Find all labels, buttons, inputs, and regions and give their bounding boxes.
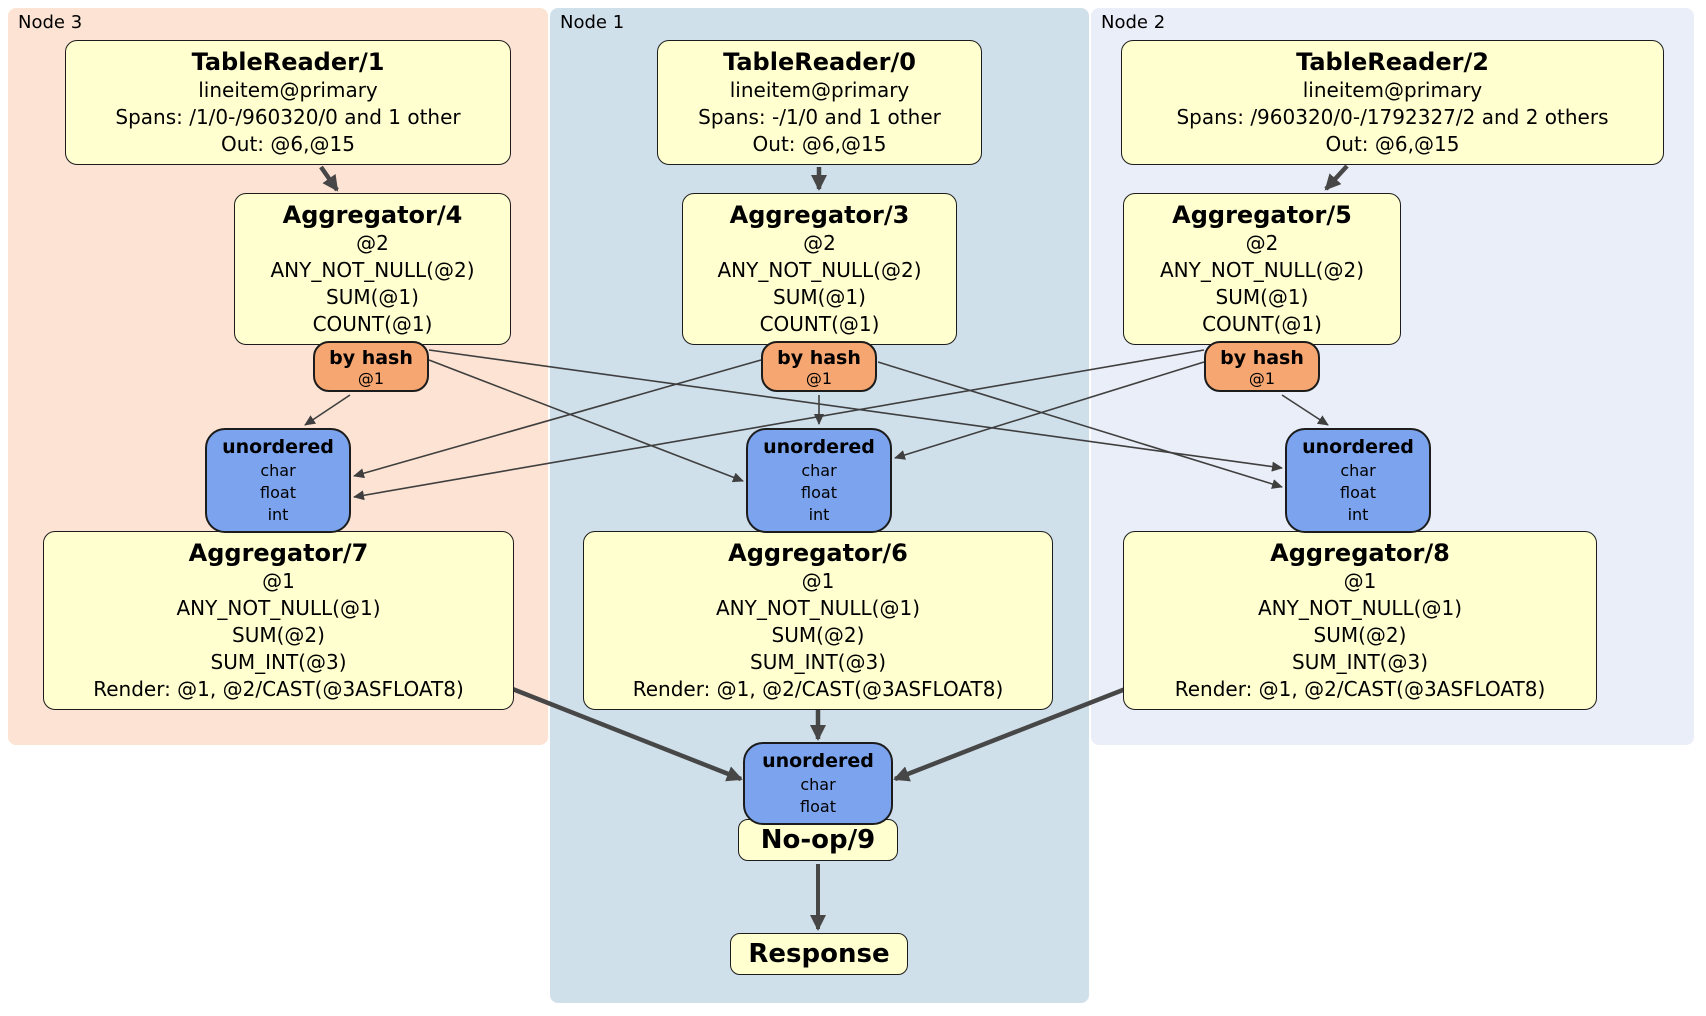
hash-router-node1: by hash @1 [761, 341, 877, 392]
edge-hashC-syncR [877, 361, 1283, 489]
edge-tr2-agg5 [1324, 164, 1349, 191]
aggregator-5-box: Aggregator/5 @2 ANY_NOT_NULL(@2) SUM(@1)… [1123, 193, 1401, 345]
box-title: by hash [329, 347, 413, 369]
box-title: by hash [777, 347, 861, 369]
box-title: Aggregator/7 [188, 539, 369, 567]
edge-hashR-syncR [1281, 394, 1329, 426]
box-title: Aggregator/8 [1270, 539, 1450, 567]
box-title: TableReader/0 [723, 48, 916, 76]
table-reader-1-box: TableReader/1 lineitem@primary Spans: /1… [65, 40, 511, 165]
edge-tr1-agg4 [319, 165, 339, 192]
edge-hashL-syncC [428, 359, 744, 483]
table-reader-2-box: TableReader/2 lineitem@primary Spans: /9… [1121, 40, 1664, 165]
hash-router-node3: by hash @1 [313, 341, 429, 392]
edge-agg8-syncfinal [893, 685, 1129, 782]
aggregator-6-box: Aggregator/6 @1 ANY_NOT_NULL(@1) SUM(@2)… [583, 531, 1053, 710]
box-title: Aggregator/6 [728, 539, 908, 567]
edge-hashC-syncL [353, 359, 762, 479]
panel-label-node1: Node 1 [560, 12, 625, 33]
box-title: unordered [222, 436, 334, 458]
box-title: Aggregator/3 [729, 201, 910, 229]
table-reader-0-box: TableReader/0 lineitem@primary Spans: -/… [657, 40, 982, 165]
box-title: unordered [1302, 436, 1414, 458]
panel-label-node3: Node 3 [18, 12, 83, 33]
edge-hashR-syncC [894, 361, 1205, 460]
box-title: Aggregator/5 [1172, 201, 1352, 229]
unordered-sync-final: unordered char float [743, 742, 893, 825]
unordered-sync-node2: unordered char float int [1285, 428, 1431, 533]
edge-hashL-syncR [428, 349, 1283, 472]
box-title: TableReader/1 [191, 48, 385, 76]
aggregator-8-box: Aggregator/8 @1 ANY_NOT_NULL(@1) SUM(@2)… [1123, 531, 1597, 710]
box-title: unordered [763, 436, 875, 458]
edge-agg7-syncfinal [509, 685, 743, 782]
box-title: No-op/9 [760, 825, 876, 855]
box-title: Aggregator/4 [282, 201, 463, 229]
aggregator-7-box: Aggregator/7 @1 ANY_NOT_NULL(@1) SUM(@2)… [43, 531, 514, 710]
unordered-sync-node1: unordered char float int [746, 428, 892, 533]
box-title: by hash [1220, 347, 1304, 369]
aggregator-3-box: Aggregator/3 @2 ANY_NOT_NULL(@2) SUM(@1)… [682, 193, 957, 345]
edge-hashL-syncL [304, 394, 351, 426]
response-box: Response [730, 933, 908, 975]
box-title: TableReader/2 [1296, 48, 1489, 76]
noop-box: No-op/9 [738, 819, 898, 861]
hash-router-node2: by hash @1 [1204, 341, 1320, 392]
panel-label-node2: Node 2 [1101, 12, 1166, 33]
unordered-sync-node3: unordered char float int [205, 428, 351, 533]
aggregator-4-box: Aggregator/4 @2 ANY_NOT_NULL(@2) SUM(@1)… [234, 193, 511, 345]
edge-hashR-syncL [353, 349, 1205, 501]
box-title: unordered [762, 750, 874, 772]
box-title: Response [748, 939, 890, 969]
